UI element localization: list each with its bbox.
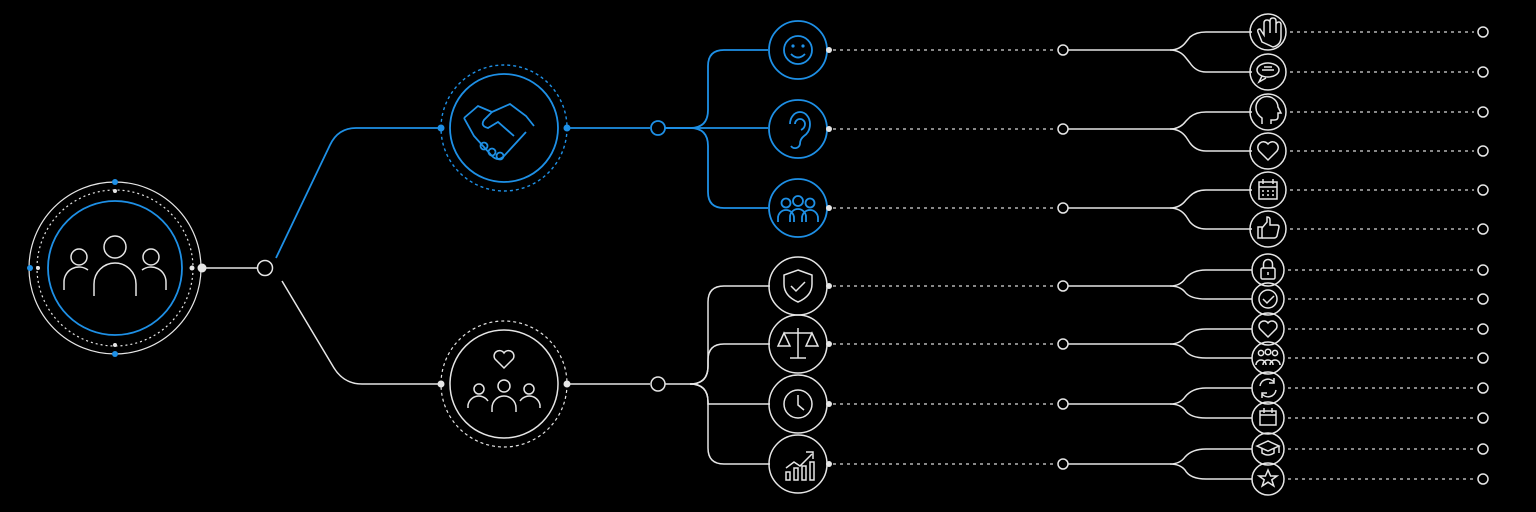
row-shield xyxy=(826,269,1252,300)
heart-icon xyxy=(1257,141,1279,162)
clock-icon xyxy=(783,389,813,419)
leaf-heart-2 xyxy=(1251,312,1489,346)
edge-to-handshake xyxy=(275,127,441,259)
leaf-badge xyxy=(1251,282,1489,316)
calendar-icon xyxy=(1259,408,1277,426)
leaf-star xyxy=(1251,462,1489,496)
head-profile-icon xyxy=(1255,95,1283,124)
community-node xyxy=(437,320,571,448)
waving-hand-icon xyxy=(1257,17,1282,48)
leaf-calendar-1 xyxy=(1249,171,1489,209)
lock-icon xyxy=(1260,258,1276,280)
calendar-icon xyxy=(1258,179,1278,200)
root-connector xyxy=(197,259,274,277)
community-heart-icon xyxy=(467,349,541,412)
connector-layer xyxy=(826,31,1252,480)
thumbs-up-icon xyxy=(1257,216,1280,239)
level2-clock-node xyxy=(768,374,828,434)
level2-scales-node xyxy=(768,314,828,374)
level2-growth-node xyxy=(768,434,828,494)
bottom-hub-fan xyxy=(665,285,770,465)
star-icon xyxy=(1256,468,1280,488)
top-hub-fan xyxy=(665,49,768,209)
edge-to-community xyxy=(281,280,441,385)
leaf-thumbs-up xyxy=(1249,210,1489,248)
growth-chart-icon xyxy=(785,451,815,481)
leaf-calendar-2 xyxy=(1251,401,1489,435)
row-ear xyxy=(826,111,1252,152)
level2-ear-node xyxy=(768,99,828,159)
row-growth xyxy=(826,448,1252,480)
leaf-heart-1 xyxy=(1249,132,1489,170)
level2-team-node xyxy=(768,178,828,238)
shield-check-icon xyxy=(783,269,813,303)
leaf-layer xyxy=(1249,13,1489,496)
graduation-cap-icon xyxy=(1255,440,1281,456)
row-smiley xyxy=(826,31,1252,73)
scales-icon xyxy=(776,328,820,359)
heart-icon xyxy=(1258,320,1278,339)
badge-check-icon xyxy=(1258,289,1278,309)
refresh-icon xyxy=(1259,378,1277,398)
handshake-hub xyxy=(650,120,666,136)
community-hub xyxy=(650,376,666,392)
smiley-face-icon xyxy=(783,35,813,65)
leaf-lock xyxy=(1251,253,1489,287)
row-team xyxy=(826,189,1252,230)
handshake-node xyxy=(437,64,571,192)
ear-icon xyxy=(789,111,811,149)
leaf-graduation xyxy=(1251,432,1489,466)
row-scales xyxy=(826,328,1252,359)
group-icon xyxy=(1255,348,1281,366)
people-group-icon xyxy=(63,235,167,296)
leaf-speech xyxy=(1249,53,1489,91)
leaf-group xyxy=(1251,341,1489,375)
leaf-head xyxy=(1249,93,1489,131)
team-icon xyxy=(777,195,819,222)
handshake-icon xyxy=(463,102,535,161)
leaf-refresh xyxy=(1251,371,1489,405)
row-clock xyxy=(826,387,1252,419)
speech-bubble-icon xyxy=(1256,62,1280,84)
root-node xyxy=(27,179,202,357)
level2-shield-node xyxy=(768,256,828,316)
leaf-waving-hand xyxy=(1249,13,1489,51)
level2-smiley-node xyxy=(768,20,828,80)
